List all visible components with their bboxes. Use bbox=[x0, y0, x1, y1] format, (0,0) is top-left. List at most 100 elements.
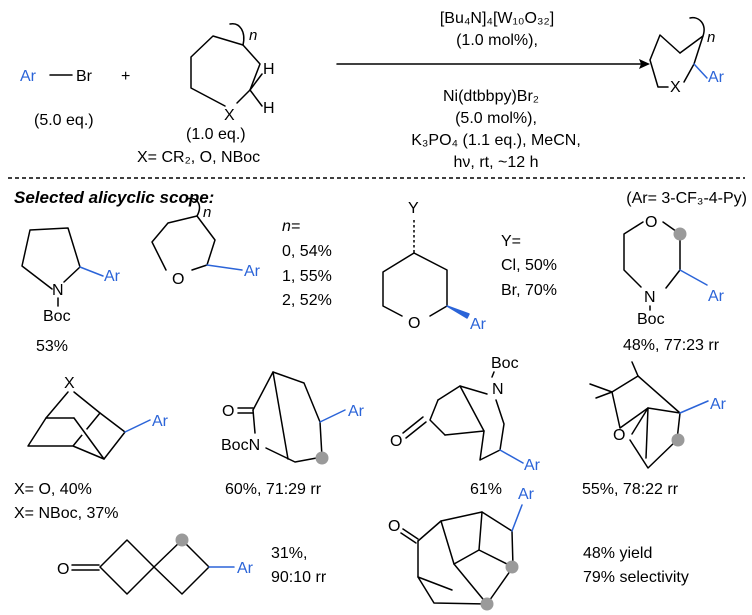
tropinone-oxygen: O bbox=[390, 433, 402, 450]
reaction-arrow-head bbox=[639, 59, 650, 69]
morpholine-ar: Ar bbox=[708, 288, 725, 305]
norbornane-x: X bbox=[64, 375, 75, 392]
morpholine-result: 48%, 77:23 rr bbox=[623, 337, 720, 354]
product-ar-bond bbox=[693, 63, 708, 79]
arbr-equiv: (5.0 eq.) bbox=[34, 112, 94, 129]
cyclic-substrate: n X H H bbox=[190, 23, 275, 124]
pyrrolidine-ring bbox=[21, 227, 81, 290]
tropinone-back-bonds bbox=[459, 385, 501, 461]
adamantanone-ar-bond bbox=[511, 504, 523, 532]
tropinone-left-bonds bbox=[429, 399, 446, 436]
base-solvent: K₃PO₄ (1.1 eq.), MeCN, bbox=[411, 132, 581, 149]
product-structure: n X Ar bbox=[649, 16, 725, 96]
aryl-label: Ar bbox=[20, 68, 37, 85]
tropinone-ar: Ar bbox=[524, 457, 541, 474]
cineole-ar: Ar bbox=[710, 396, 727, 413]
thf-row-2: 2, 52% bbox=[282, 292, 332, 309]
lactam-site-dot bbox=[315, 451, 329, 465]
cineole-product: O Ar 55%, 78:22 rr bbox=[582, 361, 727, 498]
tropinone-product: Boc N O Ar 61% bbox=[390, 355, 541, 498]
scope-heading: Selected alicyclic scope: bbox=[14, 188, 214, 207]
substrate-ring-bonds-2 bbox=[242, 44, 261, 91]
lactam-product: O BocN Ar 60%, 71:29 rr bbox=[221, 371, 365, 498]
tropinone-result: 61% bbox=[470, 481, 502, 498]
pyran-row-1: Br, 70% bbox=[501, 282, 557, 299]
pyran-product: Y O Ar Y= Cl, 50% Br, 70% bbox=[382, 200, 557, 333]
pyran-y-equals: Y= bbox=[501, 233, 521, 250]
norbornane-row-1: X= NBoc, 37% bbox=[14, 505, 119, 522]
thf-n-equals: n= bbox=[282, 218, 300, 235]
lactam-bottom-bonds bbox=[265, 421, 323, 463]
adamantanone-back-bonds bbox=[453, 511, 483, 565]
lactam-result: 60%, 71:29 rr bbox=[225, 481, 322, 498]
cineole-top-methyl bbox=[631, 361, 639, 377]
thf-ar-bond bbox=[206, 264, 243, 271]
thf-n-index: n bbox=[203, 204, 211, 221]
tropinone-co-bond-1 bbox=[402, 416, 424, 434]
tropinone-n: N bbox=[492, 381, 504, 398]
reaction-conditions: [Bu₄N]₄[W₁₀O₃₂] (1.0 mol%), Ni(dtbbpy)Br… bbox=[336, 10, 650, 171]
norbornane-ar: Ar bbox=[152, 413, 169, 430]
pyrrolidine-product: N Boc Ar 53% bbox=[21, 227, 121, 355]
cineole-back-bond bbox=[637, 375, 681, 414]
tropinone-lower-bond bbox=[444, 430, 485, 436]
product-x: X bbox=[670, 79, 681, 96]
thf-product: n O Ar n= 0, 54% 1, 55% 2, 52% bbox=[151, 197, 332, 309]
spiro-product: O Ar 31%, 90:10 rr bbox=[57, 533, 327, 595]
lactam-top-bonds bbox=[252, 371, 321, 423]
spiro-oxygen: O bbox=[57, 561, 69, 578]
lactam-back-bond bbox=[272, 371, 289, 460]
norbornane-ring bbox=[27, 412, 126, 460]
substrate-ring-bonds-3 bbox=[236, 89, 251, 104]
pyran-ring bbox=[413, 252, 448, 317]
catalyst-1: [Bu₄N]₄[W₁₀O₃₂] bbox=[440, 10, 554, 27]
adamantanone-co-bond-1 bbox=[402, 528, 419, 540]
pyran-wedge-bond bbox=[446, 305, 470, 319]
norbornane-bridge-left bbox=[45, 391, 75, 419]
aryl-bromide: Ar Br bbox=[20, 68, 93, 85]
thf-row-0: 0, 54% bbox=[282, 243, 332, 260]
adamantanone-ar: Ar bbox=[518, 486, 535, 503]
lactam-oxygen: O bbox=[222, 403, 234, 420]
spiro-site-dot bbox=[175, 533, 189, 547]
thf-ar: Ar bbox=[244, 263, 261, 280]
x-definition: X= CR₂, O, NBoc bbox=[137, 149, 260, 166]
cineole-lower-bonds bbox=[629, 439, 678, 469]
morpholine-boc: Boc bbox=[637, 311, 665, 328]
tropinone-upper-bonds bbox=[437, 385, 488, 401]
cineole-site-dot bbox=[671, 433, 685, 447]
pyran-y: Y bbox=[408, 200, 419, 217]
thf-oxygen: O bbox=[172, 271, 184, 288]
adamantanone-co-bond-2 bbox=[400, 532, 417, 544]
spiro-ring-2 bbox=[153, 539, 210, 595]
morpholine-ring bbox=[662, 221, 681, 289]
c-h-bond-1 bbox=[249, 73, 263, 91]
lactam-ar-bond bbox=[319, 409, 346, 423]
adamantanone-row-1: 79% selectivity bbox=[583, 569, 689, 586]
tropinone-ar-bond bbox=[499, 449, 524, 464]
cineole-methyl-1 bbox=[589, 383, 613, 393]
pyran-ar: Ar bbox=[470, 316, 487, 333]
product-n-arc bbox=[679, 16, 705, 54]
cineole-bridge bbox=[645, 407, 649, 459]
morpholine-site-dot bbox=[673, 227, 687, 241]
hydrogen-1: H bbox=[263, 61, 275, 78]
tropinone-boc-bond bbox=[491, 371, 495, 378]
morpholine-ring-2 bbox=[623, 221, 644, 288]
adamantanone-bridge bbox=[440, 520, 488, 605]
catalyst-1-loading: (1.0 mol%), bbox=[456, 32, 538, 49]
cineole-front-bonds bbox=[611, 375, 681, 441]
product-ring-bonds bbox=[649, 34, 681, 88]
pyrrolidine-ar-bond bbox=[79, 266, 104, 277]
substrate-ring-bonds bbox=[190, 35, 244, 107]
plus-sign: + bbox=[121, 68, 130, 85]
pyran-ring-2 bbox=[382, 252, 415, 317]
adamantanone-oxygen: O bbox=[388, 518, 400, 535]
morpholine-oxygen: O bbox=[645, 214, 657, 231]
light-temp-time: hν, rt, ~12 h bbox=[454, 154, 539, 171]
adamantanone-upper-bonds bbox=[417, 511, 514, 568]
adamantanone-lower-bonds bbox=[417, 566, 514, 605]
bromine-label: Br bbox=[76, 68, 93, 85]
catalyst-2: Ni(dtbbpy)Br₂ bbox=[443, 88, 539, 105]
pyrrolidine-yield: 53% bbox=[36, 338, 68, 355]
